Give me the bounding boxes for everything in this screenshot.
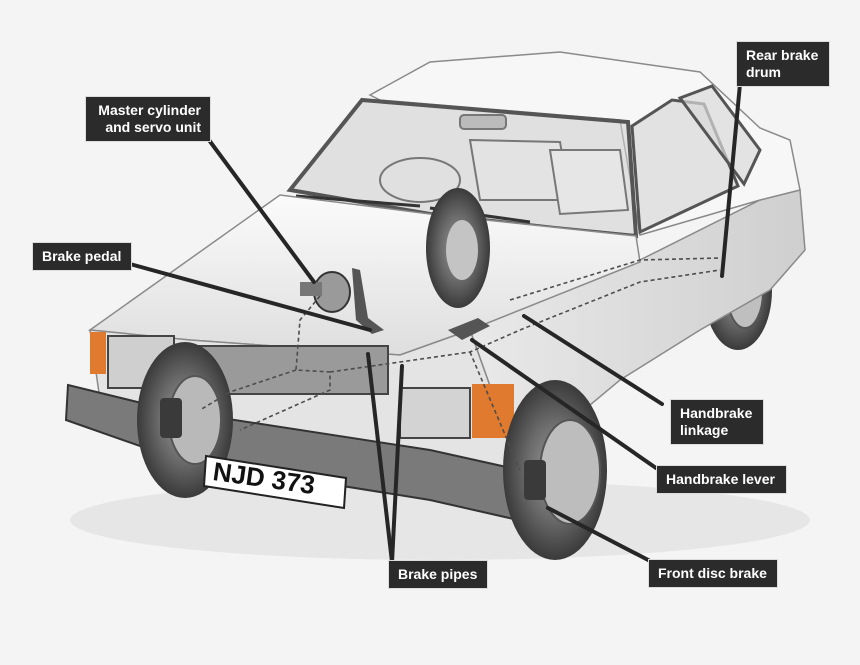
label-handbrake-lever: Handbrake lever (656, 465, 787, 494)
label-master-cylinder-line2: and servo unit (105, 119, 201, 135)
front-right-wheel (503, 380, 607, 560)
ground-shadow (70, 480, 810, 560)
interior (379, 114, 630, 216)
leader-handbrake-linkage (522, 314, 664, 406)
rear-side-window (677, 84, 762, 187)
label-master-cylinder-line1: Master cylinder (98, 102, 201, 118)
label-brake-pipes: Brake pipes (388, 560, 488, 589)
leader-brake-pipes-a (366, 352, 394, 564)
label-brake-pedal: Brake pedal (32, 242, 132, 271)
label-handbrake-linkage-line2: linkage (680, 422, 729, 438)
label-front-disc-brake-line1: Front disc brake (658, 565, 767, 581)
leader-handbrake-lever (470, 338, 658, 470)
label-master-cylinder: Master cylinder and servo unit (85, 96, 211, 142)
leader-brake-pipes-b (390, 364, 404, 564)
brake-pedal-part (352, 268, 384, 334)
leader-front-disc-brake (546, 506, 654, 564)
handbrake-lever-part (448, 318, 490, 340)
label-handbrake-linkage: Handbrake linkage (670, 399, 764, 445)
wheel-behind-screen (426, 188, 490, 308)
label-brake-pedal-line1: Brake pedal (42, 248, 122, 264)
label-handbrake-lever-line1: Handbrake lever (666, 471, 775, 487)
label-brake-pipes-line1: Brake pipes (398, 566, 478, 582)
leader-lines (128, 82, 742, 564)
leader-brake-pedal (128, 262, 372, 332)
label-handbrake-linkage-line1: Handbrake (680, 405, 753, 421)
label-rear-brake-drum-line2: drum (746, 64, 781, 80)
leader-master-cylinder (204, 134, 316, 284)
leader-rear-brake-drum (720, 82, 742, 278)
servo-unit (300, 271, 351, 313)
brake-pipe-network (199, 257, 721, 471)
label-front-disc-brake: Front disc brake (648, 559, 778, 588)
label-rear-brake-drum: Rear brake drum (736, 41, 830, 87)
label-rear-brake-drum-line1: Rear brake (746, 47, 819, 63)
